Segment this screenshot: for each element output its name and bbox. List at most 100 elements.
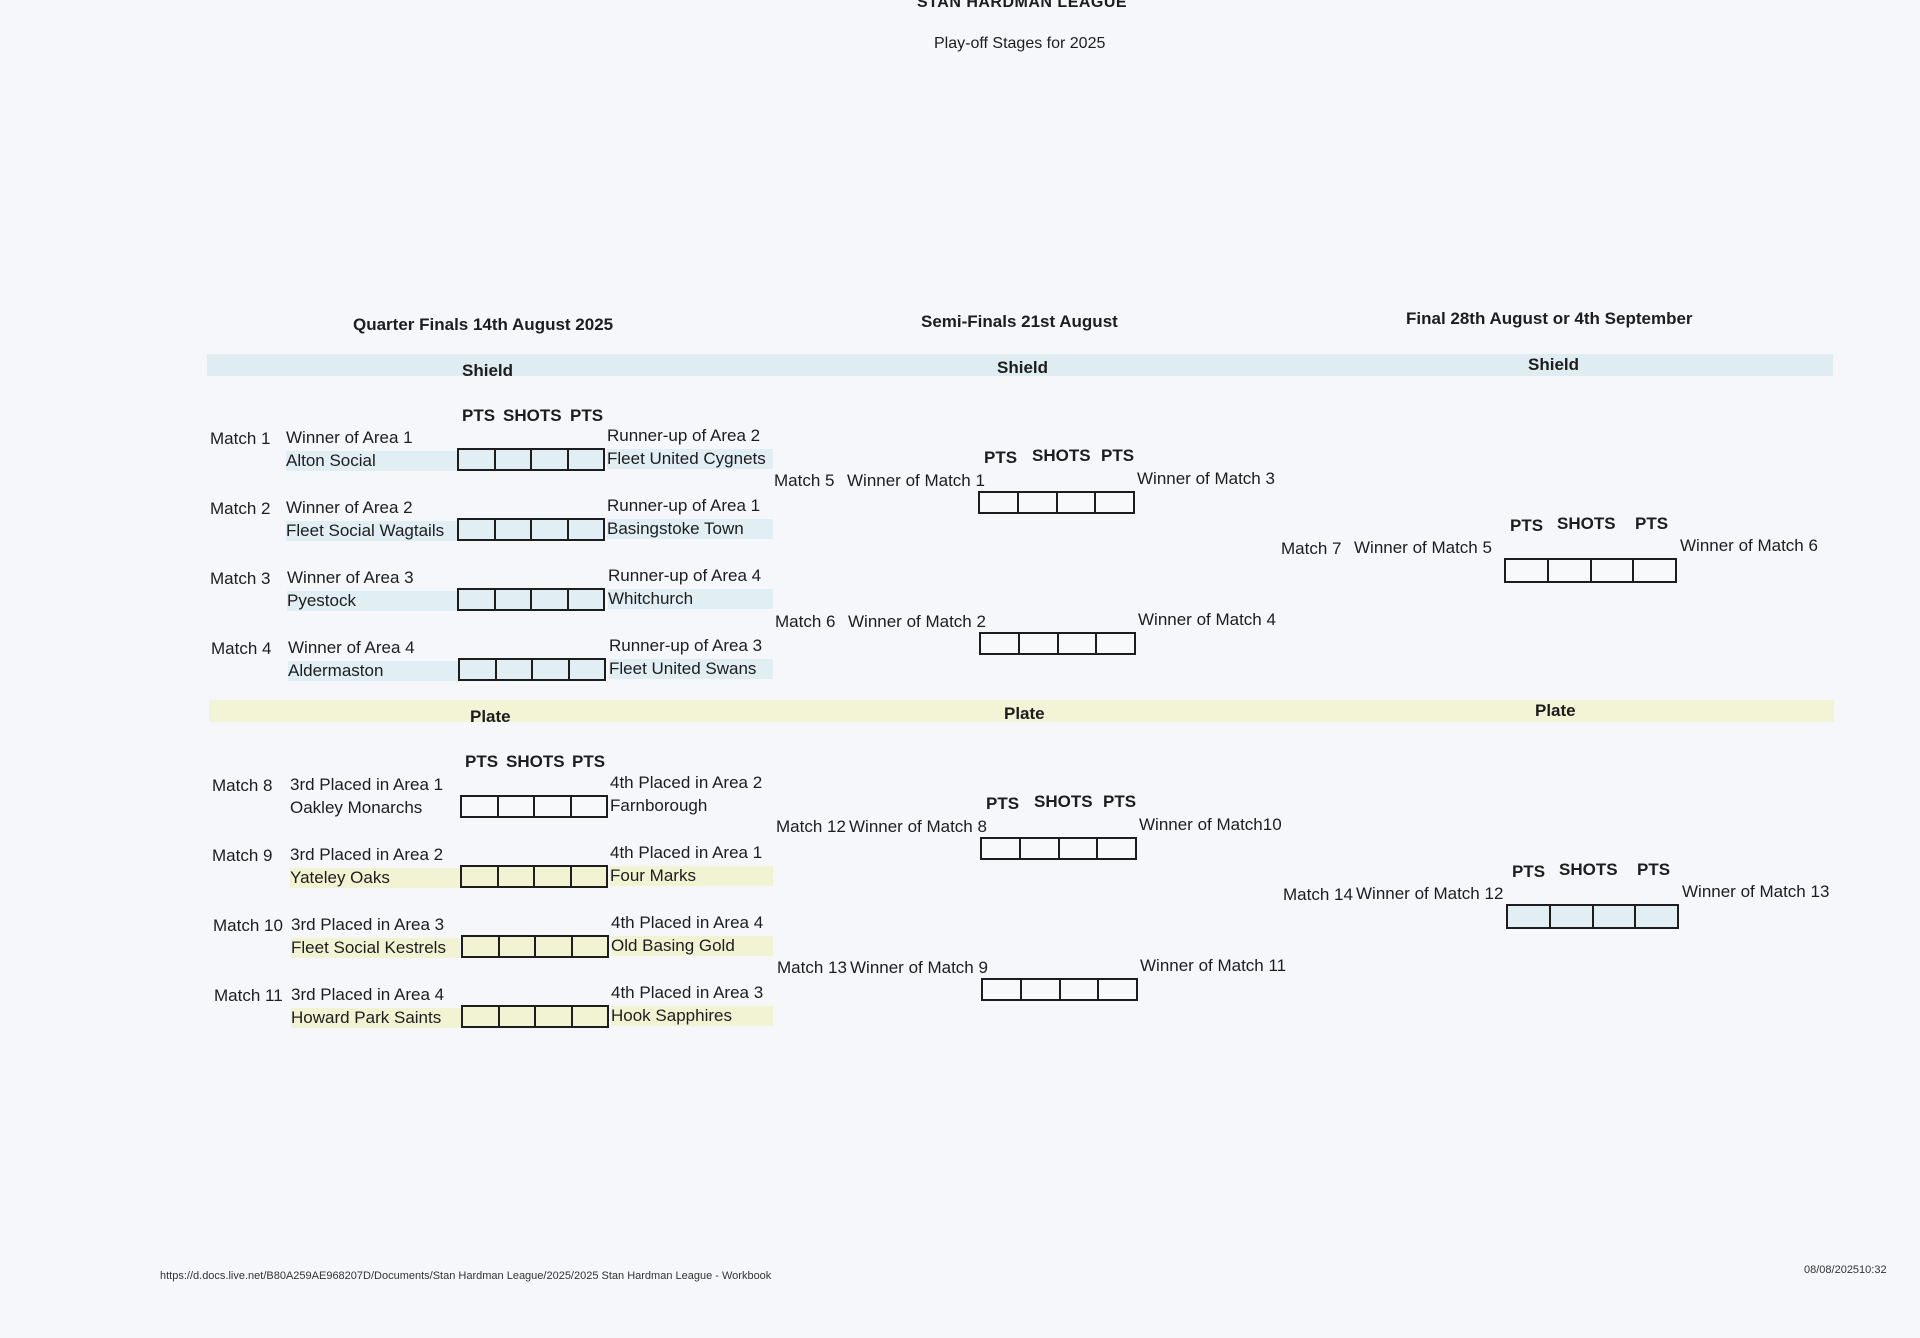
- footer-timestamp: 08/08/202510:32: [1804, 1264, 1887, 1276]
- document-subtitle: Play-off Stages for 2025: [934, 35, 1106, 52]
- match-number: Match 11: [214, 986, 283, 1005]
- home-slot: 3rd Placed in Area 1: [290, 775, 444, 794]
- home-slot: Winner of Match 8: [849, 817, 987, 836]
- shield-band: [207, 354, 1833, 376]
- score-header-pts-home: PTS: [1510, 516, 1544, 535]
- away-team: Fleet United Swans: [609, 659, 773, 679]
- away-team: Whitchurch: [608, 589, 773, 609]
- score-header-pts-away: PTS: [572, 752, 606, 771]
- away-team: Farnborough: [610, 796, 708, 815]
- plate-band: [209, 700, 1834, 722]
- score-entry-box[interactable]: [1506, 904, 1679, 929]
- score-entry-box[interactable]: [1504, 558, 1677, 583]
- home-slot: Winner of Area 4: [288, 638, 415, 657]
- plate-label-qf: Plate: [470, 707, 511, 726]
- score-header-pts-away: PTS: [570, 406, 604, 425]
- score-entry-box[interactable]: [979, 632, 1136, 655]
- home-team: Aldermaston: [288, 661, 458, 681]
- score-entry-box[interactable]: [460, 865, 608, 888]
- away-slot: Winner of Match10: [1139, 815, 1282, 834]
- round-heading-final: Final 28th August or 4th September: [1406, 309, 1693, 328]
- away-slot: Winner of Match 3: [1137, 469, 1275, 488]
- score-header-pts-home: PTS: [465, 752, 499, 771]
- away-slot: Winner of Match 4: [1138, 610, 1276, 629]
- match-number: Match 3: [210, 569, 271, 588]
- match-number: Match 4: [211, 639, 272, 658]
- score-entry-box[interactable]: [980, 837, 1137, 860]
- score-header-shots: SHOTS: [503, 406, 562, 425]
- shield-label-qf: Shield: [462, 361, 514, 380]
- away-slot: Winner of Match 11: [1140, 956, 1287, 975]
- score-header-pts-away: PTS: [1103, 792, 1137, 811]
- score-header-pts-home: PTS: [462, 406, 496, 425]
- away-slot: 4th Placed in Area 4: [611, 913, 764, 932]
- home-slot: Winner of Match 12: [1356, 884, 1504, 903]
- match-number: Match 7: [1281, 539, 1342, 558]
- score-entry-box[interactable]: [461, 1005, 609, 1028]
- score-entry-box[interactable]: [460, 795, 608, 818]
- away-slot: 4th Placed in Area 2: [610, 773, 763, 792]
- match-number: Match 8: [212, 776, 273, 795]
- footer-file-path: https://d.docs.live.net/B80A259AE968207D…: [160, 1270, 772, 1282]
- away-slot: Runner-up of Area 3: [609, 636, 763, 655]
- score-header-shots: SHOTS: [506, 752, 565, 771]
- match-number: Match 14: [1283, 885, 1353, 904]
- round-heading-quarter-finals: Quarter Finals 14th August 2025: [353, 315, 614, 334]
- home-team: Fleet Social Kestrels: [291, 938, 460, 958]
- score-header-shots: SHOTS: [1557, 514, 1616, 533]
- home-team: Oakley Monarchs: [290, 798, 423, 817]
- home-slot: Winner of Match 2: [848, 612, 986, 631]
- score-entry-box[interactable]: [981, 978, 1138, 1001]
- score-header-pts-away: PTS: [1637, 860, 1671, 879]
- away-slot: 4th Placed in Area 1: [610, 843, 763, 862]
- round-heading-semi-finals: Semi-Finals 21st August: [921, 312, 1118, 331]
- match-number: Match 13: [777, 958, 847, 977]
- score-entry-box[interactable]: [457, 588, 605, 611]
- score-header-pts-home: PTS: [986, 794, 1020, 813]
- away-slot: Runner-up of Area 1: [607, 496, 761, 515]
- shield-label-sf: Shield: [997, 358, 1049, 377]
- plate-label-final: Plate: [1535, 701, 1576, 720]
- match-number: Match 12: [776, 817, 846, 836]
- score-header-pts-home: PTS: [1512, 862, 1546, 881]
- away-slot: Runner-up of Area 2: [607, 426, 761, 445]
- score-entry-box[interactable]: [457, 518, 605, 541]
- score-entry-box[interactable]: [461, 935, 609, 958]
- score-entry-box[interactable]: [458, 658, 606, 681]
- match-number: Match 6: [775, 612, 836, 631]
- home-slot: Winner of Match 5: [1354, 538, 1492, 557]
- score-header-shots: SHOTS: [1032, 446, 1091, 465]
- home-slot: Winner of Match 1: [847, 471, 985, 490]
- score-header-pts-away: PTS: [1635, 514, 1669, 533]
- match-number: Match 10: [213, 916, 283, 935]
- home-team: Alton Social: [286, 451, 458, 471]
- away-slot: Runner-up of Area 4: [608, 566, 762, 585]
- match-number: Match 1: [210, 429, 271, 448]
- home-team: Howard Park Saints: [291, 1008, 461, 1028]
- score-entry-box[interactable]: [457, 448, 605, 471]
- match-number: Match 9: [212, 846, 273, 865]
- away-slot: Winner of Match 6: [1680, 536, 1818, 555]
- match-number: Match 5: [774, 471, 835, 490]
- away-team: Fleet United Cygnets: [607, 449, 773, 469]
- match-number: Match 2: [210, 499, 271, 518]
- away-team: Basingstoke Town: [607, 519, 773, 539]
- home-slot: Winner of Area 1: [286, 428, 413, 447]
- score-header-shots: SHOTS: [1034, 792, 1093, 811]
- away-team: Four Marks: [610, 866, 773, 886]
- home-slot: 3rd Placed in Area 4: [291, 985, 445, 1004]
- away-slot: 4th Placed in Area 3: [611, 983, 764, 1002]
- home-slot: Winner of Area 3: [287, 568, 414, 587]
- score-header-shots: SHOTS: [1559, 860, 1618, 879]
- shield-label-final: Shield: [1528, 355, 1580, 374]
- away-slot: Winner of Match 13: [1682, 882, 1830, 901]
- home-slot: Winner of Match 9: [850, 958, 988, 977]
- home-team: Fleet Social Wagtails: [286, 521, 458, 541]
- away-team: Old Basing Gold: [611, 936, 773, 956]
- home-slot: 3rd Placed in Area 2: [290, 845, 444, 864]
- score-entry-box[interactable]: [978, 491, 1135, 514]
- home-team: Yateley Oaks: [290, 868, 460, 888]
- home-slot: Winner of Area 2: [286, 498, 413, 517]
- score-header-pts-away: PTS: [1101, 446, 1135, 465]
- plate-label-sf: Plate: [1004, 704, 1045, 723]
